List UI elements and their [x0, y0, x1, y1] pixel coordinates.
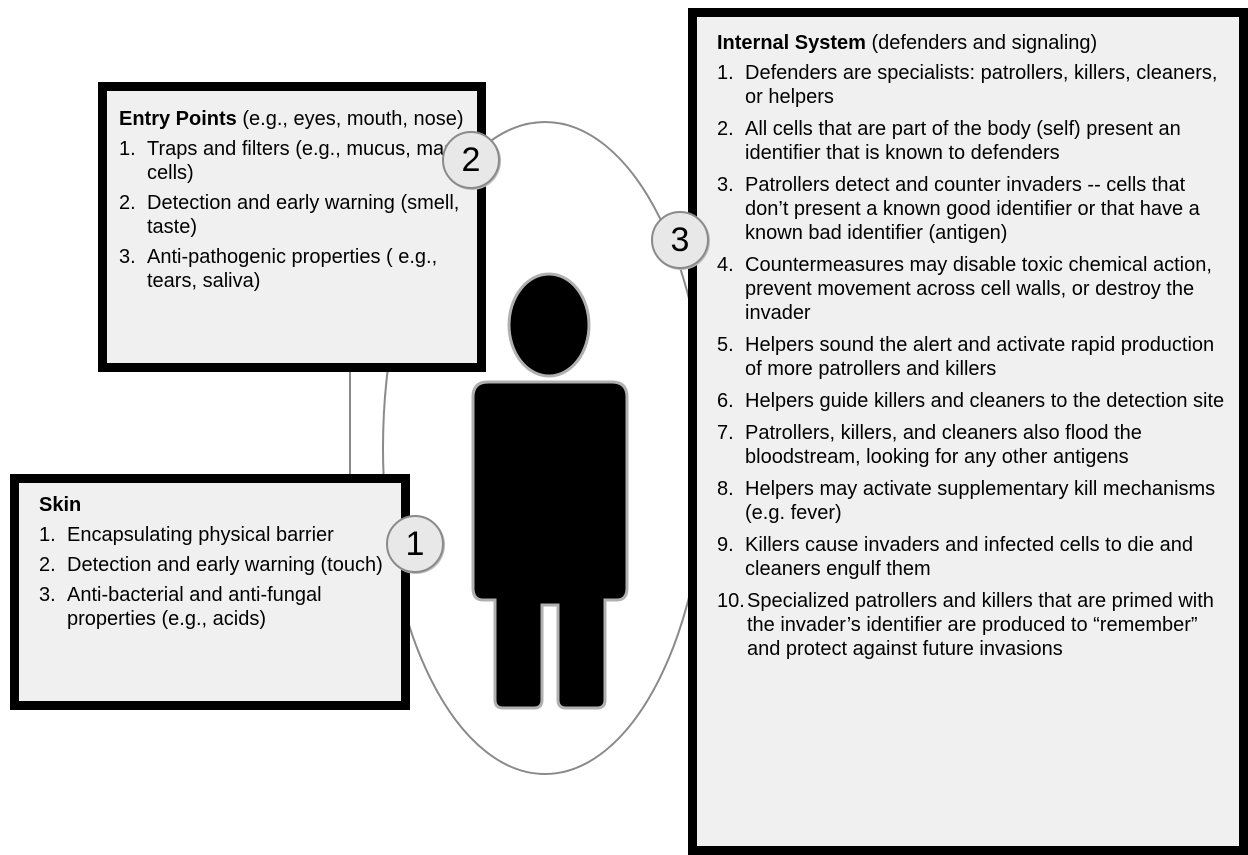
list-item: 1. Defenders are specialists: patrollers,… — [717, 61, 1229, 109]
item-text: Helpers sound the alert and activate rap… — [745, 334, 1215, 380]
item-text: Detection and early warning (touch) — [67, 554, 383, 576]
item-number: 2. — [39, 554, 56, 576]
internal-system-box: Internal System (defenders and signaling… — [688, 8, 1248, 855]
list-item: 1. Traps and filters (e.g., mucus, mast c… — [119, 137, 467, 185]
step-badge-1: 1 — [386, 515, 444, 573]
item-number: 5. — [717, 334, 734, 356]
person-silhouette-icon — [471, 272, 629, 710]
skin-list: 1. Encapsulating physical barrier 2. Detec… — [39, 523, 391, 631]
skin-box: Skin 1. Encapsulating physical barrier 2.… — [10, 474, 410, 710]
list-item: 4. Countermeasures may disable toxic chem… — [717, 253, 1229, 325]
list-item: 2. All cells that are part of the body (s… — [717, 117, 1229, 165]
item-text: Defenders are specialists: patrollers, k… — [745, 62, 1218, 108]
item-text: Specialized patrollers and killers that … — [747, 590, 1214, 660]
entry-points-title: Entry Points — [119, 108, 237, 130]
item-text: Killers cause invaders and infected cell… — [745, 534, 1194, 580]
internal-system-subtitle: (defenders and signaling) — [865, 32, 1098, 54]
skin-heading: Skin — [39, 493, 391, 517]
item-text: Helpers guide killers and cleaners to th… — [745, 390, 1225, 412]
item-number: 1. — [119, 138, 136, 160]
item-text: Traps and filters (e.g., mucus, mast cel… — [147, 138, 460, 184]
list-item: 8. Helpers may activate supplementary kil… — [717, 477, 1229, 525]
entry-points-heading: Entry Points (e.g., eyes, mouth, nose) — [119, 107, 467, 131]
entry-points-list: 1. Traps and filters (e.g., mucus, mast c… — [119, 137, 467, 293]
internal-system-heading: Internal System (defenders and signaling… — [717, 31, 1229, 55]
list-item: 2. Detection and early warning (smell, ta… — [119, 191, 467, 239]
item-number: 1. — [39, 524, 56, 546]
list-item: 1. Encapsulating physical barrier — [39, 523, 391, 547]
list-item: 10.Specialized patrollers and killers th… — [717, 589, 1229, 661]
item-number: 6. — [717, 390, 734, 412]
item-number: 10. — [717, 590, 745, 612]
item-number: 3. — [717, 174, 734, 196]
item-number: 3. — [119, 246, 136, 268]
list-item: 7. Patrollers, killers, and cleaners also… — [717, 421, 1229, 469]
item-number: 2. — [717, 118, 734, 140]
item-text: All cells that are part of the body (sel… — [745, 118, 1181, 164]
item-text: Countermeasures may disable toxic chemic… — [745, 254, 1212, 324]
item-text: Detection and early warning (smell, tast… — [147, 192, 460, 238]
item-text: Helpers may activate supplementary kill … — [745, 478, 1216, 524]
item-text: Encapsulating physical barrier — [67, 524, 334, 546]
entry-points-subtitle: (e.g., eyes, mouth, nose) — [236, 108, 464, 130]
list-item: 3. Patrollers detect and counter invaders… — [717, 173, 1229, 245]
item-text: Anti-bacterial and anti-fungal propertie… — [67, 584, 322, 630]
item-text: Patrollers, killers, and cleaners also f… — [745, 422, 1142, 468]
item-number: 7. — [717, 422, 734, 444]
list-item: 3. Anti-bacterial and anti-fungal propert… — [39, 583, 391, 631]
list-item: 3. Anti-pathogenic properties ( e.g., tea… — [119, 245, 467, 293]
item-number: 1. — [717, 62, 734, 84]
skin-title: Skin — [39, 494, 82, 516]
item-number: 8. — [717, 478, 734, 500]
item-number: 2. — [119, 192, 136, 214]
internal-system-title: Internal System — [717, 32, 866, 54]
item-number: 9. — [717, 534, 734, 556]
item-text: Patrollers detect and counter invaders -… — [745, 174, 1200, 244]
step-badge-2: 2 — [442, 131, 500, 189]
list-item: 2. Detection and early warning (touch) — [39, 553, 391, 577]
list-item: 6. Helpers guide killers and cleaners to … — [717, 389, 1229, 413]
item-number: 4. — [717, 254, 734, 276]
entry-points-box: Entry Points (e.g., eyes, mouth, nose) 1… — [98, 82, 486, 372]
item-text: Anti-pathogenic properties ( e.g., tears… — [147, 246, 438, 292]
internal-system-list: 1. Defenders are specialists: patrollers,… — [717, 61, 1229, 661]
step-badge-3: 3 — [651, 211, 709, 269]
list-item: 5. Helpers sound the alert and activate r… — [717, 333, 1229, 381]
item-number: 3. — [39, 584, 56, 606]
list-item: 9. Killers cause invaders and infected ce… — [717, 533, 1229, 581]
